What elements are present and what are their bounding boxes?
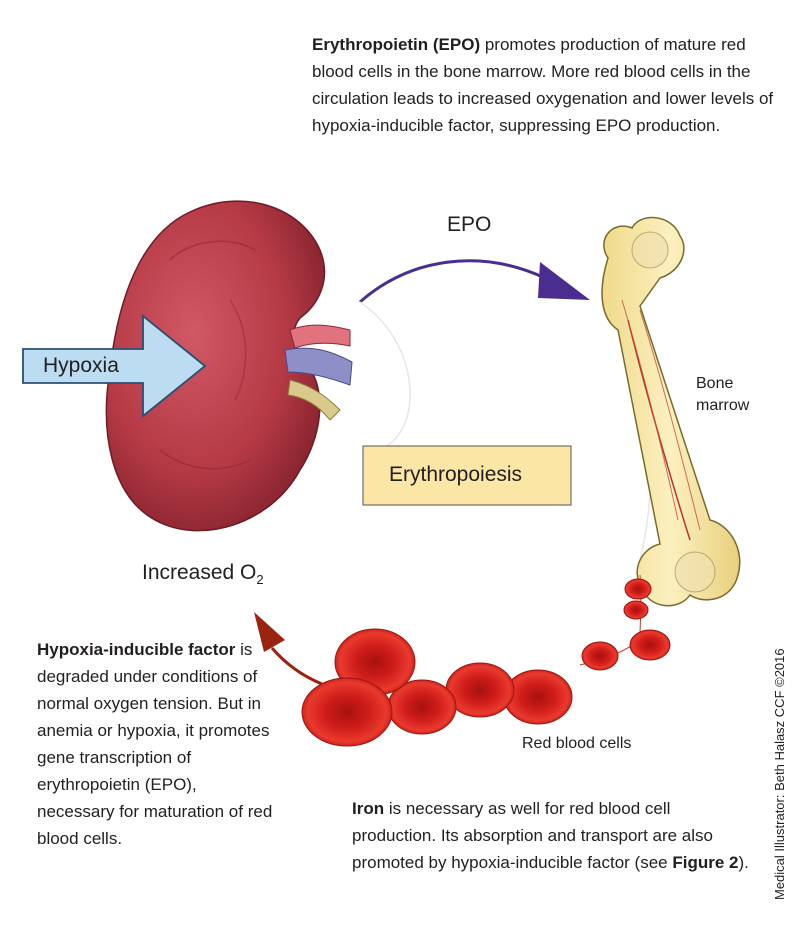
o2-subscript: 2 xyxy=(256,572,264,587)
hif-description: Hypoxia-inducible factor is degraded und… xyxy=(37,636,277,852)
increased-o2-text: Increased O xyxy=(142,561,257,584)
epo-description-rest: promotes production of mature red blood … xyxy=(312,35,774,135)
bone-marrow-label-line2: marrow xyxy=(696,397,750,414)
iron-description-end: ). xyxy=(738,853,749,872)
hypoxia-arrow xyxy=(22,314,207,418)
epo-arrow xyxy=(359,259,590,304)
red-blood-cells-label: Red blood cells xyxy=(522,735,632,752)
kidney-illustration xyxy=(105,200,353,532)
bone-marrow-label: Bone marrow xyxy=(696,373,749,417)
erythropoiesis-box xyxy=(362,445,572,506)
iron-description-bold: Iron xyxy=(352,799,385,818)
figure-reference: Figure 2 xyxy=(672,853,739,872)
increased-o2-arrow xyxy=(254,612,323,686)
hif-description-rest: is degraded under conditions of normal o… xyxy=(37,640,273,848)
hypoxia-label: Hypoxia xyxy=(43,354,119,377)
iron-description: Iron is necessary as well for red blood … xyxy=(352,795,752,876)
red-blood-cells-illustration xyxy=(301,574,671,747)
epo-description: Erythropoietin (EPO) promotes production… xyxy=(312,31,782,139)
iron-description-rest: is necessary as well for red blood cell … xyxy=(352,799,713,872)
bone-illustration xyxy=(601,216,741,607)
increased-o2-label: Increased O2 xyxy=(142,561,264,587)
epo-label: EPO xyxy=(447,213,492,236)
epo-description-bold: Erythropoietin (EPO) xyxy=(312,35,481,54)
hif-description-bold: Hypoxia-inducible factor xyxy=(37,640,236,659)
erythropoiesis-label: Erythropoiesis xyxy=(389,463,523,486)
bone-marrow-label-line1: Bone xyxy=(696,375,734,392)
illustrator-credit: Medical Illustrator: Beth Halasz CCF ©20… xyxy=(772,648,787,900)
